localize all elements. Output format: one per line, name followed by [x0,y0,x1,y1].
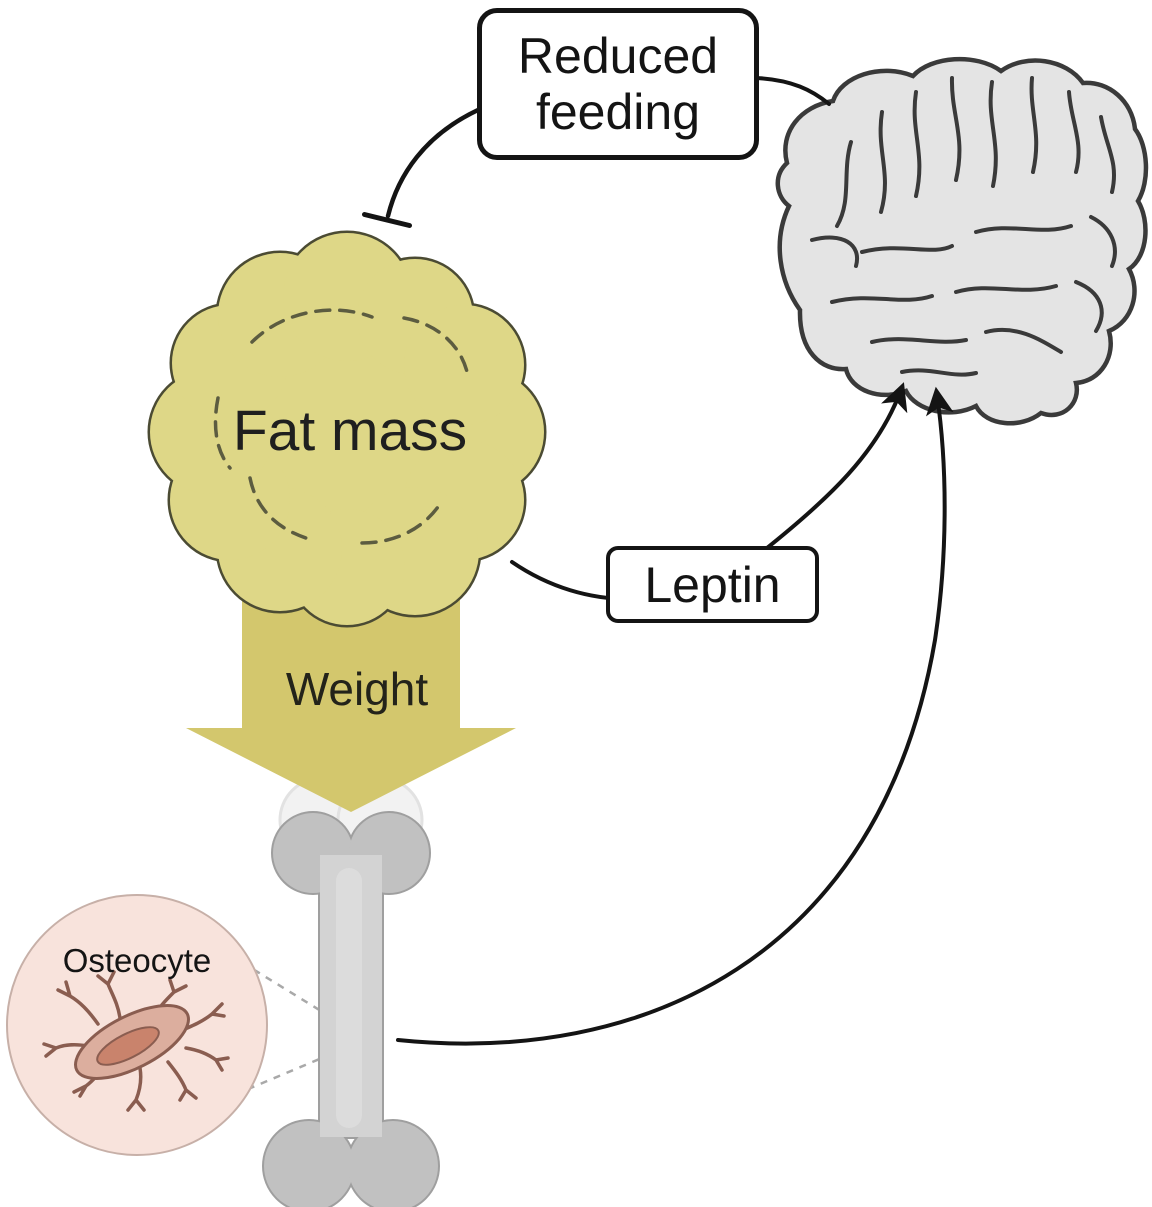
weight-arrow [186,560,516,812]
osteocyte-nucleus [96,1026,160,1066]
inhibition-bar [362,212,412,228]
edge-bone-to-brain [396,386,954,1046]
osteocyte-cell-illustration [42,970,230,1112]
reduced-feeding-label-line2: feeding [535,84,701,140]
fat-lobule-dashes [213,308,470,545]
brain-illustration [775,56,1149,426]
leptin-label: Leptin [644,556,781,613]
fat-mass-blob [147,230,547,628]
weight-label: Weight [285,663,429,715]
brain-sulci [810,76,1117,377]
bone-illustration [262,762,440,1207]
osteocyte-label: Osteocyte [62,942,212,979]
edge-reduced-feeding-inhibits-fat [385,107,481,219]
reduced-feeding-node: Reduced feeding [477,8,759,160]
fat-mass-label: Fat mass [232,399,468,463]
reduced-feeding-label-line1: Reduced [517,28,719,84]
osteocyte-inset [6,894,268,1156]
leptin-node: Leptin [606,546,819,623]
edge-brain-to-reduced-feeding [755,76,831,106]
